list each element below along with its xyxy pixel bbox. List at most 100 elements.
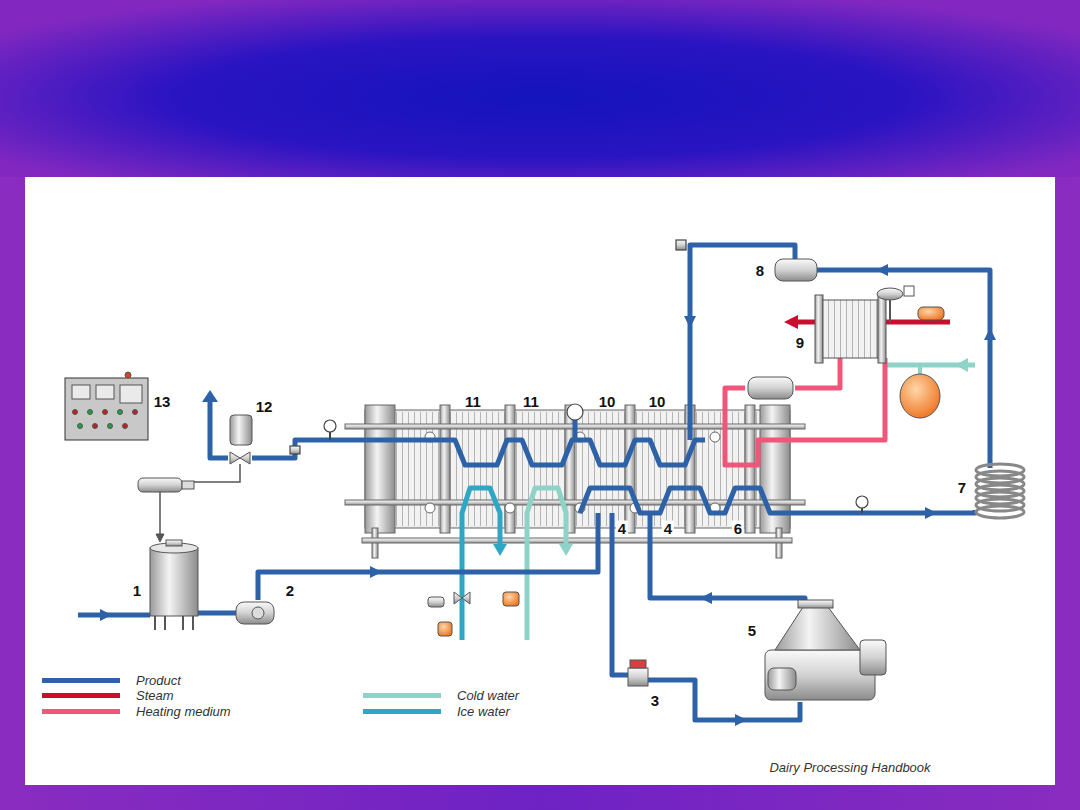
background-part	[0, 0, 1080, 177]
legend-text: Cold water	[457, 689, 519, 702]
callout-number: 4	[616, 521, 628, 536]
equipment-part	[823, 300, 878, 358]
water-valves-part	[503, 592, 519, 606]
plate-heat-exchanger-part	[425, 503, 435, 513]
product-pipe-part	[815, 270, 990, 468]
equipment-part	[878, 295, 886, 363]
callout-number: 8	[754, 263, 766, 278]
equipment-part	[976, 506, 1024, 518]
cold-water-pipe-part	[559, 544, 573, 556]
equipment-part	[860, 640, 886, 675]
water-valves-part	[438, 622, 452, 636]
callout-number: 13	[152, 394, 173, 409]
equipment-part	[73, 410, 78, 415]
equipment-part	[768, 668, 796, 690]
equipment-part	[918, 307, 944, 320]
product-pipe-part	[573, 420, 578, 440]
product-pipe-part	[684, 316, 696, 328]
callout-number: 10	[597, 394, 618, 409]
gauges-part	[856, 496, 868, 508]
product-pipe-part	[580, 488, 975, 513]
legend-swatch	[42, 693, 120, 698]
gauges-part	[676, 240, 686, 250]
equipment-part	[252, 607, 264, 619]
equipment-part	[155, 616, 193, 630]
equipment-part	[133, 410, 138, 415]
equipment-part	[775, 607, 860, 650]
equipment-part	[904, 286, 914, 296]
water-valves-part	[454, 592, 470, 604]
cold-water-pipe	[527, 358, 975, 640]
equipment-part	[889, 298, 891, 322]
equipment-part	[160, 464, 240, 540]
gauges-part	[567, 404, 583, 420]
equipment-part	[65, 378, 148, 440]
product-pipe-part	[370, 566, 382, 578]
plate-heat-exchanger-part	[505, 503, 515, 513]
plate-heat-exchanger	[345, 405, 805, 558]
heating-medium-pipe	[725, 358, 885, 465]
source-credit: Dairy Processing Handbook	[767, 761, 932, 774]
callout-number: 7	[956, 480, 968, 495]
legend-text: Product	[136, 674, 181, 687]
product-pipe-part	[876, 264, 888, 276]
product-pipe-part	[252, 440, 705, 465]
equipment-part	[72, 385, 90, 399]
callout-number: 3	[649, 693, 661, 708]
equipment-part	[182, 481, 194, 489]
equipment-part	[123, 424, 128, 429]
gauges-part	[290, 446, 300, 454]
legend-text: Steam	[136, 689, 174, 702]
ice-water-pipe-part	[462, 488, 500, 640]
callout-number: 1	[131, 583, 143, 598]
plate-heat-exchanger-part	[345, 500, 805, 505]
legend-swatch	[42, 678, 120, 683]
cold-water-pipe-part	[527, 488, 566, 640]
equipment-part	[628, 668, 648, 686]
product-pipe-part	[100, 609, 112, 621]
equipment-part	[156, 534, 164, 542]
equipment-part	[877, 288, 903, 300]
callout-number: 2	[284, 583, 296, 598]
callout-number: 10	[647, 394, 668, 409]
ice-water-pipe-part	[493, 544, 507, 556]
legend-swatch	[42, 709, 120, 714]
product-pipe-part	[612, 513, 630, 675]
equipment-part	[120, 385, 142, 403]
equipment	[65, 259, 1024, 700]
equipment-part	[775, 259, 817, 281]
equipment-part	[118, 410, 123, 415]
legend-text: Ice water	[457, 705, 510, 718]
equipment-part	[765, 650, 875, 700]
gauges	[290, 240, 868, 513]
product-pipe-part	[700, 592, 712, 604]
equipment-part	[900, 374, 940, 418]
equipment-part	[125, 372, 131, 378]
steam-pipe-part	[784, 315, 798, 329]
product-pipe-part	[202, 390, 218, 402]
water-valves-part	[428, 597, 444, 607]
product-pipe-part	[984, 328, 996, 340]
equipment-part	[138, 478, 182, 492]
callout-number: 11	[521, 394, 541, 409]
legend-swatch	[363, 709, 441, 714]
product-pipe	[78, 245, 996, 726]
equipment-part	[815, 295, 823, 363]
gauges-part	[324, 420, 336, 432]
product-pipe-part	[925, 507, 937, 519]
equipment-part	[78, 424, 83, 429]
equipment-part	[150, 548, 198, 616]
equipment-part	[230, 415, 252, 445]
equipment-part	[166, 540, 182, 546]
equipment-part	[88, 410, 93, 415]
equipment-part	[108, 424, 113, 429]
product-pipe-part	[78, 613, 150, 618]
plate-heat-exchanger-part	[710, 432, 720, 442]
product-pipe-part	[735, 714, 747, 726]
equipment-part	[103, 410, 108, 415]
plate-heat-exchanger-part	[362, 538, 792, 543]
callout-number: 4	[662, 521, 674, 536]
